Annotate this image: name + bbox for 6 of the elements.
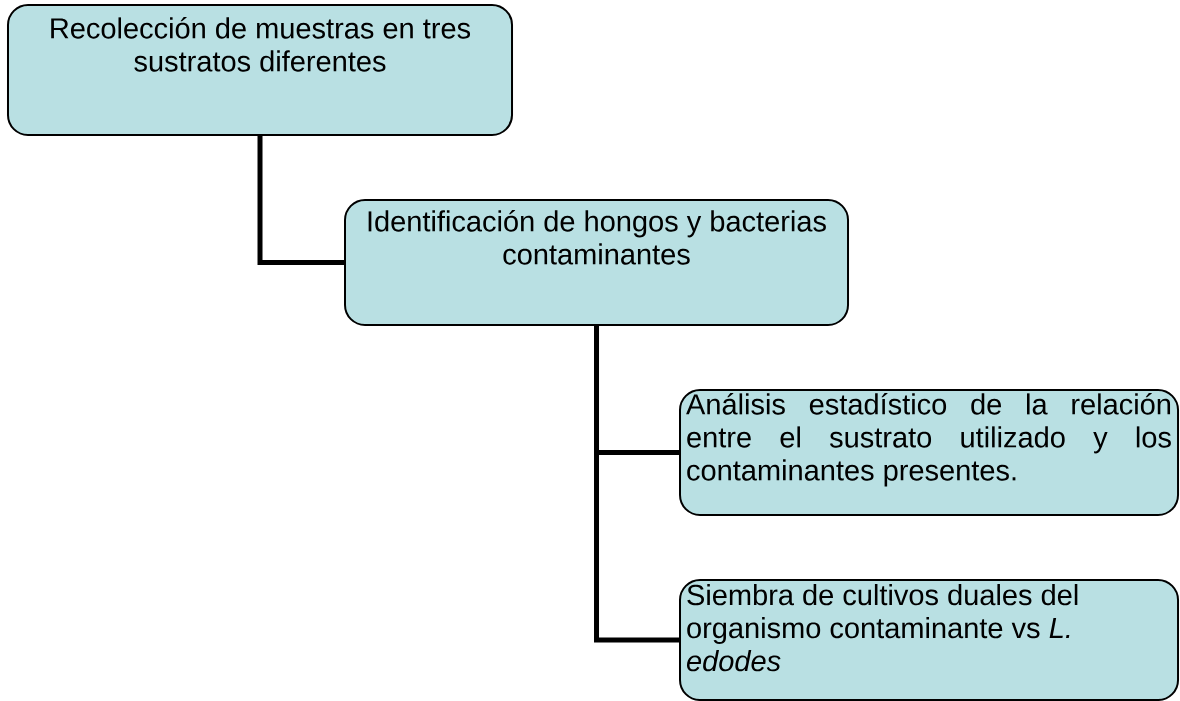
process-box: Identificación de hongos y bacterias contaminantes xyxy=(344,199,849,326)
process-box: Análisis estadístico de la relación entre el sustrato utilizado y los contaminantes presentes. xyxy=(679,389,1180,516)
process-box: Siembra de cultivos duales del organismo contaminante vs L. edodes xyxy=(679,579,1180,701)
connector xyxy=(257,136,344,265)
connector xyxy=(594,326,679,643)
process-box: Recolección de muestras en tres sustratos diferentes xyxy=(7,4,513,136)
